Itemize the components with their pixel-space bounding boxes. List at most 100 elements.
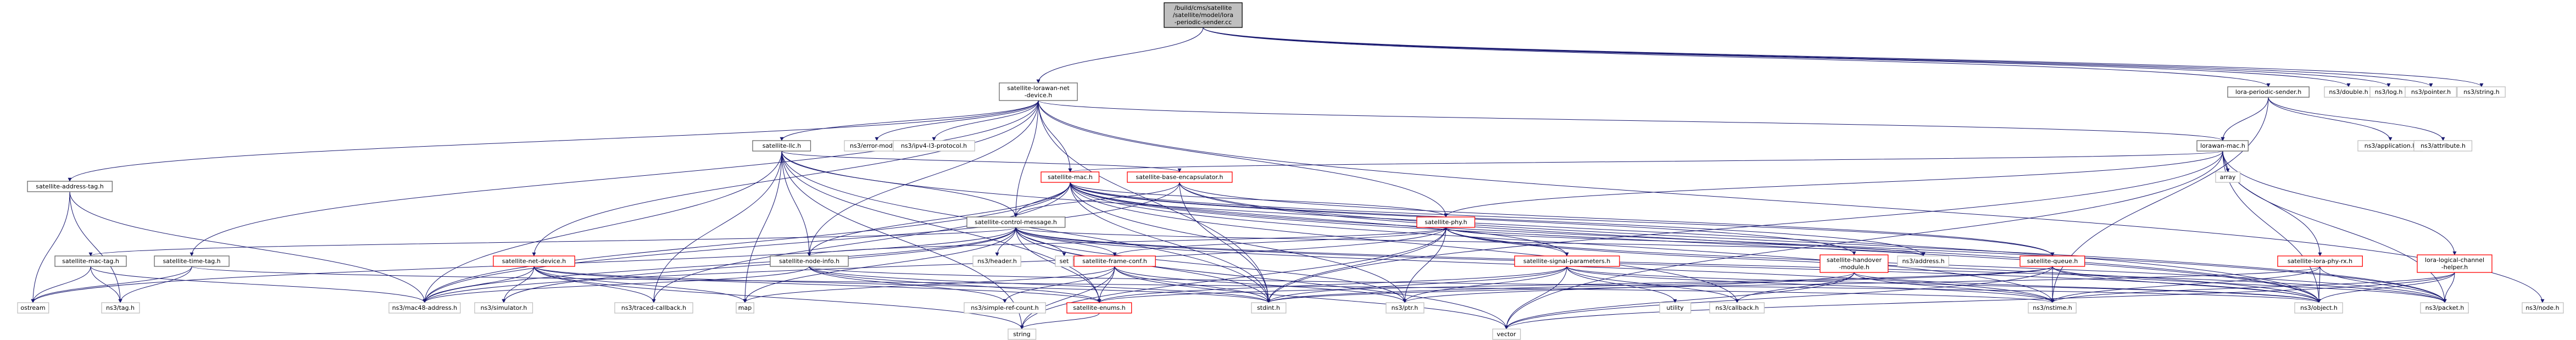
node-ns3-simulator[interactable]: ns3/simulator.h <box>474 302 533 314</box>
dependency-edge <box>1203 27 2433 87</box>
node-ns3-tag[interactable]: ns3/tag.h <box>101 302 140 314</box>
dependency-edge <box>1112 227 1446 257</box>
node-lorawan-mac[interactable]: lorawan-mac.h <box>2196 140 2249 152</box>
dependency-edge <box>1070 182 2055 303</box>
dependency-edge <box>1014 100 1039 218</box>
node-label: ns3/error-model.h <box>850 142 904 149</box>
node-satellite-node-info[interactable]: satellite-node-info.h <box>770 255 849 267</box>
dependency-edge <box>533 266 747 303</box>
node-satellite-queue[interactable]: satellite-queue.h <box>2019 255 2085 267</box>
node-label: satellite-base-encapsulator.h <box>1136 174 1223 181</box>
node-label: vector <box>1497 331 1516 338</box>
node-ns3-log[interactable]: ns3/log.h <box>2369 86 2408 98</box>
dependency-edge <box>781 151 811 257</box>
node-ns3-double[interactable]: ns3/double.h <box>2324 86 2373 98</box>
dependency-edge <box>932 100 1039 141</box>
node-set[interactable]: set <box>1055 255 1073 267</box>
node-satellite-time-tag[interactable]: satellite-time-tag.h <box>154 255 230 267</box>
node-utility[interactable]: utility <box>1659 302 1692 314</box>
node-satellite-mac[interactable]: satellite-mac.h <box>1041 171 1100 183</box>
node-satellite-net-device[interactable]: satellite-net-device.h <box>493 255 575 267</box>
node-label: satellite-enums.h <box>1073 304 1125 311</box>
node-ns3-address[interactable]: ns3/address.h <box>1897 255 1949 267</box>
node-ns3-ipv4-l3-protocol[interactable]: ns3/ipv4-l3-protocol.h <box>893 140 975 152</box>
node-satellite-base-encapsulator[interactable]: satellite-base-encapsulator.h <box>1127 171 1233 183</box>
node-stdint[interactable]: stdint.h <box>1251 302 1287 314</box>
dependency-edge <box>1070 182 1739 303</box>
node-ns3-ptr[interactable]: ns3/ptr.h <box>1386 302 1425 314</box>
node-ostream[interactable]: ostream <box>17 302 49 314</box>
dependency-edge <box>743 151 782 303</box>
dependency-edge <box>422 182 1071 303</box>
dependency-edge <box>1070 182 1448 218</box>
dependency-edge <box>1203 27 2391 87</box>
dependency-edge <box>1504 272 1855 330</box>
node-string[interactable]: string <box>1008 328 1037 340</box>
root-file-node[interactable]: /build/cms/satellite/satellite/model/lor… <box>1164 2 1243 28</box>
node-lora-logical-channel-helper[interactable]: lora-logical-channel-helper.h <box>2417 254 2492 273</box>
node-label: set <box>1060 258 1069 265</box>
node-satellite-lora-phy-rx[interactable]: satellite-lora-phy-rx.h <box>2277 255 2363 267</box>
dependency-edge <box>809 266 1271 303</box>
node-label: ns3/packet.h <box>2425 304 2464 311</box>
node-label: ns3/object.h <box>2300 304 2338 311</box>
node-vector[interactable]: vector <box>1492 328 1521 340</box>
node-label: -module.h <box>1839 264 1870 271</box>
node-label: -helper.h <box>2441 264 2468 271</box>
node-satellite-control-message[interactable]: satellite-control-message.h <box>966 216 1066 228</box>
node-satellite-phy[interactable]: satellite-phy.h <box>1416 216 1476 228</box>
node-label: ns3/attribute.h <box>2421 142 2466 149</box>
dependency-edge <box>875 100 1039 141</box>
dependency-edge <box>422 182 1180 303</box>
node-map[interactable]: map <box>736 302 754 314</box>
node-label: ns3/simple-ref-count.h <box>971 304 1039 311</box>
node-ns3-string[interactable]: ns3/string.h <box>2457 86 2506 98</box>
dependency-edge <box>781 151 1024 330</box>
node-ns3-header[interactable]: ns3/header.h <box>972 255 1021 267</box>
dependency-edge <box>652 182 1071 303</box>
node-label: ns3/header.h <box>977 258 1017 265</box>
dependency-edge <box>2050 272 2455 303</box>
dependency-edge <box>533 266 1101 303</box>
node-satellite-frame-conf[interactable]: satellite-frame-conf.h <box>1073 255 1156 267</box>
dependency-edge <box>1735 272 1855 303</box>
node-satellite-llc[interactable]: satellite-llc.h <box>752 140 811 152</box>
node-ns3-simple-ref-count[interactable]: ns3/simple-ref-count.h <box>964 302 1046 314</box>
node-ns3-nstime[interactable]: ns3/nstime.h <box>2028 302 2077 314</box>
node-satellite-mac-tag[interactable]: satellite-mac-tag.h <box>54 255 127 267</box>
node-ns3-error-model[interactable]: ns3/error-model.h <box>844 140 910 152</box>
dependency-edge <box>780 100 1039 141</box>
node-label: ns3/mac48-address.h <box>392 304 458 311</box>
node-label: satellite-queue.h <box>2027 258 2078 265</box>
node-label: /satellite/model/lora <box>1173 12 1233 19</box>
node-array[interactable]: array <box>2215 171 2241 183</box>
node-label: satellite-net-device.h <box>502 258 566 265</box>
node-ns3-packet[interactable]: ns3/packet.h <box>2420 302 2469 314</box>
node-label: utility <box>1666 304 1684 311</box>
dependency-edge <box>1266 266 2321 303</box>
node-ns3-application[interactable]: ns3/application.h <box>2357 140 2423 152</box>
dependency-edge <box>1014 182 1071 218</box>
node-lora-periodic-sender[interactable]: lora-periodic-sender.h <box>2227 86 2310 98</box>
node-ns3-node[interactable]: ns3/node.h <box>2522 302 2564 314</box>
node-satellite-lorawan-net-device[interactable]: satellite-lorawan-net-device.h <box>999 82 1078 101</box>
node-label: lora-logical-channel <box>2425 257 2484 264</box>
dependency-edge <box>1114 266 1271 303</box>
node-ns3-attribute[interactable]: ns3/attribute.h <box>2413 140 2473 152</box>
dependency-edge <box>2222 151 2457 255</box>
node-label: satellite-frame-conf.h <box>1082 258 1147 265</box>
dependency-edge <box>1038 100 1072 172</box>
node-satellite-address-tag[interactable]: satellite-address-tag.h <box>27 181 113 192</box>
dependency-edge <box>90 266 427 303</box>
node-ns3-callback[interactable]: ns3/callback.h <box>1709 302 1765 314</box>
node-satellite-handover-module[interactable]: satellite-handover-module.h <box>1820 254 1889 273</box>
node-ns3-traced-callback[interactable]: ns3/traced-callback.h <box>614 302 693 314</box>
dependency-edges <box>31 27 2545 330</box>
node-satellite-enums[interactable]: satellite-enums.h <box>1066 302 1132 314</box>
node-satellite-signal-parameters[interactable]: satellite-signal-parameters.h <box>1514 255 1620 267</box>
node-ns3-mac48-address[interactable]: ns3/mac48-address.h <box>388 302 461 314</box>
dependency-edge <box>1038 100 1448 218</box>
node-ns3-object[interactable]: ns3/object.h <box>2294 302 2343 314</box>
node-ns3-pointer[interactable]: ns3/pointer.h <box>2405 86 2457 98</box>
